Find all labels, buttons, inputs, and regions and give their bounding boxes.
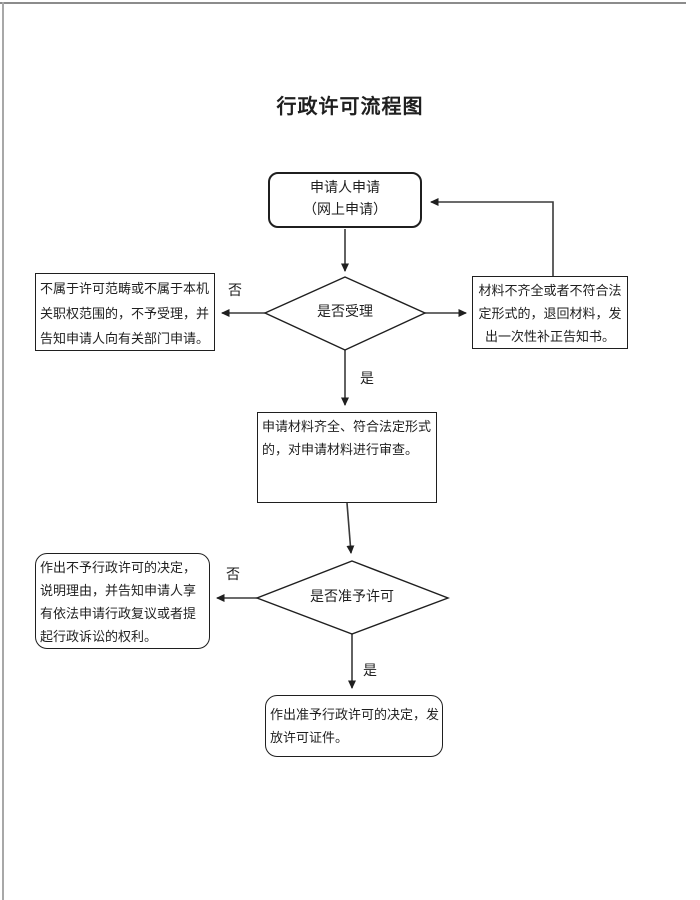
grant-yes-label: 是 [363, 664, 377, 679]
node-text-line: 作出准予行政许可的决定，发 [270, 707, 440, 722]
node-text-line: 定形式的，退回材料，发 [478, 306, 622, 321]
decision-accept-label: 是否受理 [317, 305, 373, 320]
decision-grant-label: 是否准予许可 [310, 590, 394, 605]
node-text-line: 关职权范围的，不予受理，并 [40, 306, 210, 321]
node-grant-decision: 作出准予行政许可的决定，发 放许可证件。 [265, 695, 443, 757]
node-text-line: 的，对申请材料进行审查。 [262, 442, 419, 457]
node-return-materials: 材料不齐全或者不符合法 定形式的，退回材料，发 出一次性补正告知书。 [472, 276, 628, 349]
node-text-line: 不属于许可范畴或不属于本机 [40, 281, 210, 296]
node-text-line: 有依法申请行政复议或者提 [40, 606, 197, 621]
connector-review-to-grant-decision [346, 502, 355, 554]
page-border-left [2, 2, 4, 900]
node-text-line: 作出不予行政许可的决定， [40, 560, 197, 575]
node-start-application: 申请人申请 （网上申请） [268, 172, 422, 228]
node-deny-decision: 作出不予行政许可的决定， 说明理由，并告知申请人享 有依法申请行政复议或者提 起… [35, 553, 210, 649]
node-text-line: 材料不齐全或者不符合法 [478, 283, 622, 298]
page-border-top [0, 2, 686, 4]
node-text-line: 出一次性补正告知书。 [484, 329, 615, 344]
decision-accept-shape [263, 276, 427, 351]
node-text-line: （网上申请） [303, 203, 387, 218]
grant-no-label: 否 [226, 568, 240, 583]
node-text-line: 起行政诉讼的权利。 [40, 629, 158, 644]
accept-no-label: 否 [228, 284, 242, 299]
decision-grant-shape [255, 560, 450, 635]
connector-return-to-start-feedback [430, 198, 554, 276]
node-text-line: 申请材料齐全、符合法定形式 [262, 419, 432, 434]
node-review-materials: 申请材料齐全、符合法定形式 的，对申请材料进行审查。 [257, 412, 437, 503]
node-text-line: 说明理由，并告知申请人享 [40, 583, 197, 598]
node-text-line: 申请人申请 [310, 181, 380, 196]
accept-yes-label: 是 [360, 372, 374, 387]
node-text-line: 放许可证件。 [270, 730, 349, 745]
node-text-line: 告知申请人向有关部门申请。 [40, 331, 210, 346]
node-not-accepted: 不属于许可范畴或不属于本机 关职权范围的，不予受理，并 告知申请人向有关部门申请… [35, 273, 215, 351]
page-title: 行政许可流程图 [276, 96, 424, 118]
